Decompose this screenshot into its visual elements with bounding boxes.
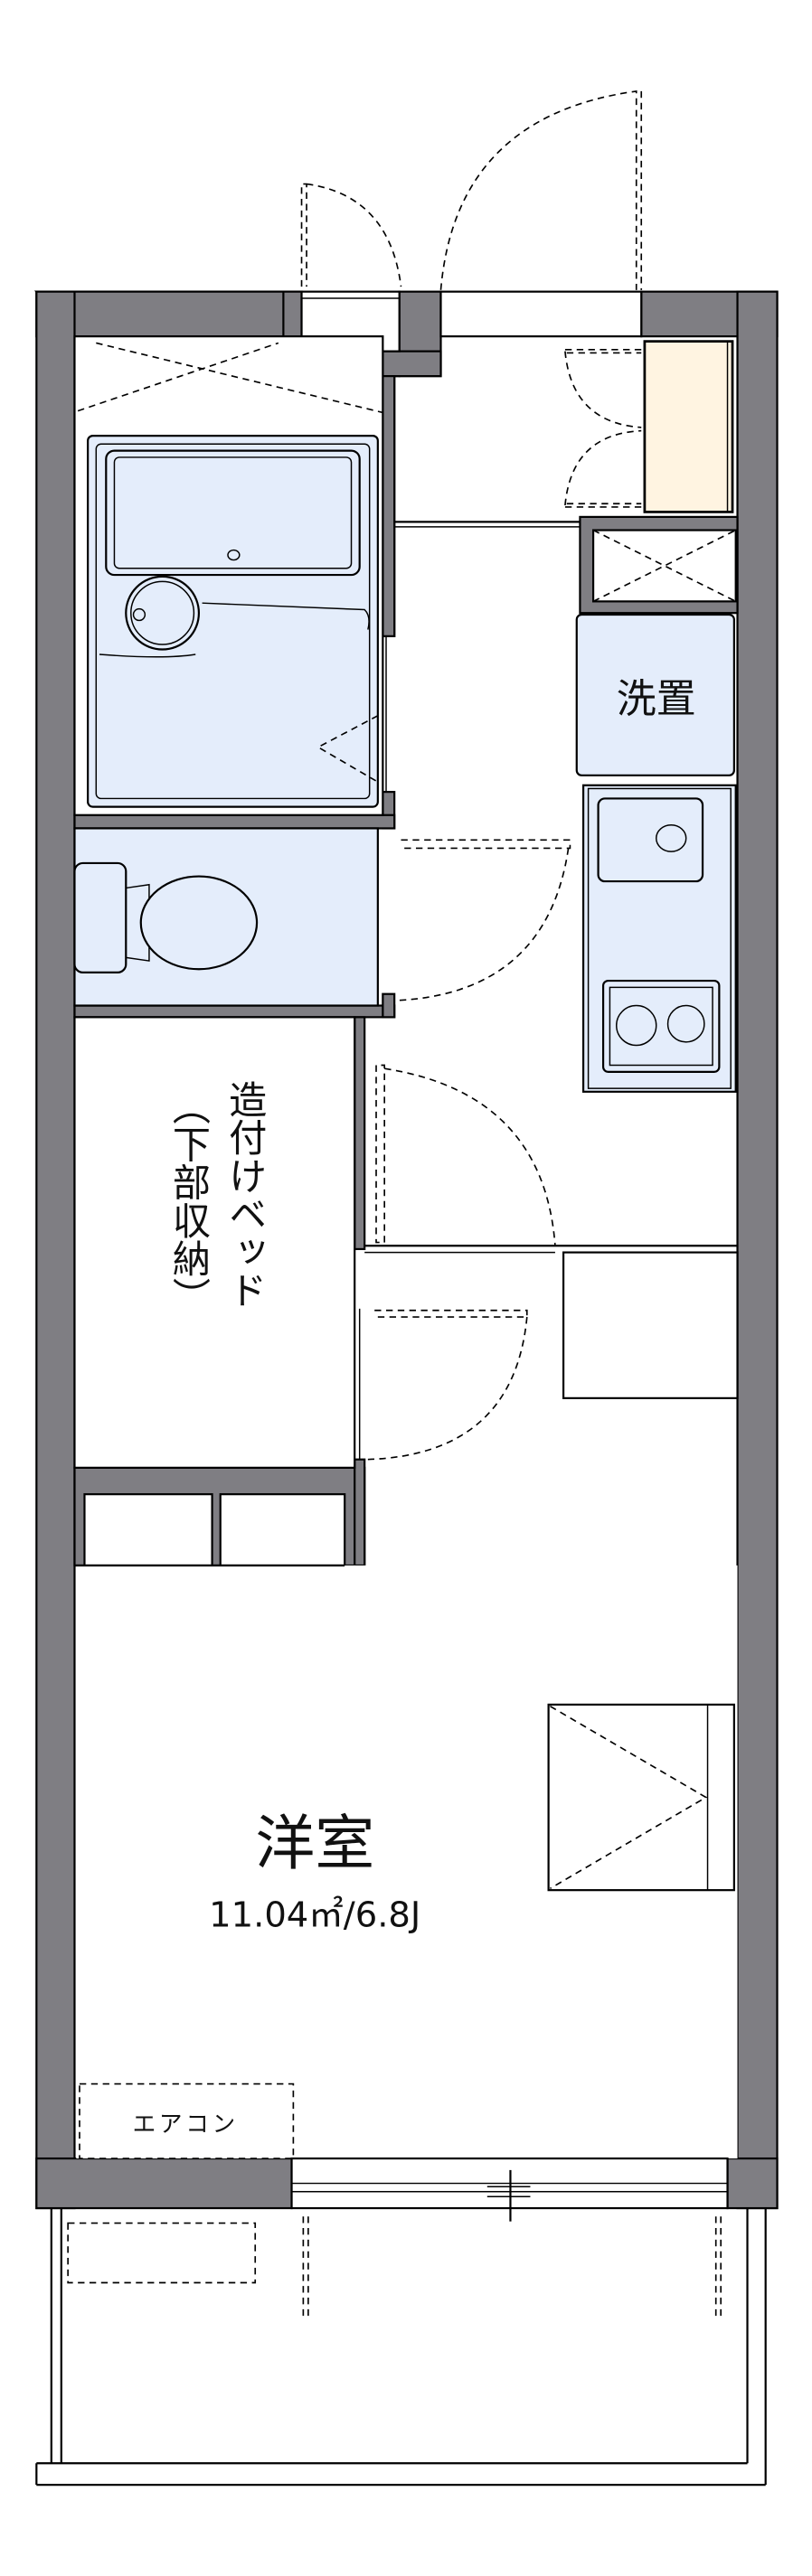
entrance-door-swing bbox=[439, 89, 643, 290]
stove bbox=[601, 979, 721, 1073]
entrance-door-opening[interactable] bbox=[439, 290, 643, 338]
window-door-swing bbox=[300, 183, 402, 287]
bathroom bbox=[73, 335, 387, 816]
bathtub bbox=[105, 449, 361, 577]
cabinet-right[interactable] bbox=[219, 1493, 346, 1567]
built-in-bed-label: 造付けベッド bbox=[223, 1080, 268, 1309]
built-in-bed[interactable] bbox=[73, 1016, 356, 1469]
air-conditioner-label: エアコン bbox=[133, 2111, 239, 2139]
room-area: 11.04㎡/6.8J bbox=[209, 1894, 420, 1935]
burner-icon bbox=[666, 1004, 705, 1043]
cabinet-left[interactable] bbox=[83, 1493, 213, 1567]
room-door-swing bbox=[367, 1309, 528, 1461]
built-in-bed-sublabel: （下部収納） bbox=[166, 1086, 211, 1315]
room-name: 洋室 bbox=[255, 1809, 374, 1878]
toilet-tank bbox=[73, 861, 127, 973]
balcony-window[interactable] bbox=[290, 2157, 729, 2222]
kitchen bbox=[581, 784, 737, 1093]
washer-space bbox=[575, 613, 735, 776]
burner-icon bbox=[616, 1004, 657, 1047]
corridor-shelf bbox=[562, 1251, 739, 1399]
sink bbox=[125, 575, 201, 651]
closet-door-swing bbox=[375, 1064, 556, 1246]
toilet-room bbox=[73, 827, 571, 1007]
balcony bbox=[35, 2208, 767, 2487]
air-conditioner bbox=[79, 2082, 295, 2159]
storage-unit bbox=[547, 1703, 735, 1892]
ac-outdoor-unit bbox=[67, 2222, 257, 2284]
shoe-cabinet[interactable] bbox=[643, 340, 734, 513]
toilet-bowl bbox=[139, 875, 259, 971]
outer-walls bbox=[33, 290, 779, 2210]
washer-label: 洗置 bbox=[617, 676, 696, 722]
kitchen-sink bbox=[597, 797, 704, 883]
